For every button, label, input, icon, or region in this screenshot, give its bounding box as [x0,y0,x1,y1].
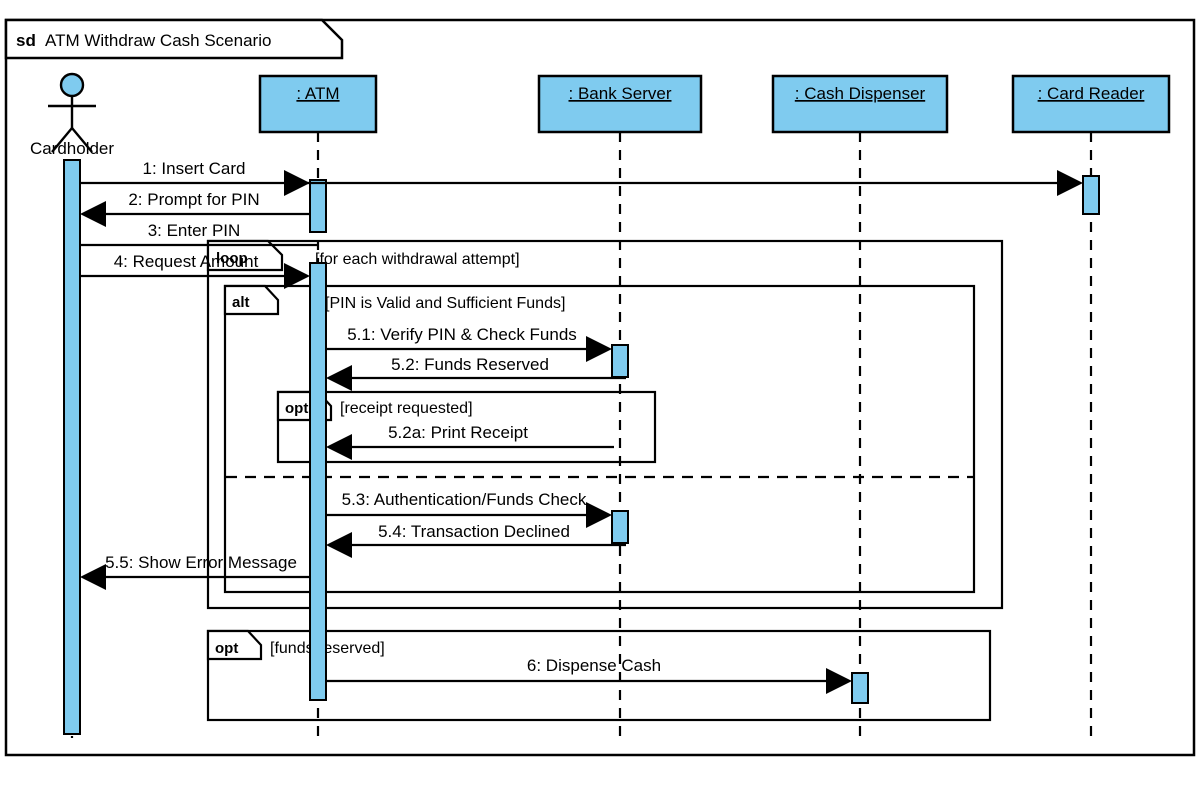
alt-fragment-guard: [PIN is Valid and Sufficient Funds] [325,295,565,312]
message-label-prompt-for-pin: 2: Prompt for PIN [128,190,259,209]
opt-dispense-fragment-guard: [funds reserved] [270,640,385,657]
alt-fragment-kind-label: alt [232,294,250,311]
alt-fragment-box [223,284,976,594]
opt-dispense-fragment[interactable]: opt [funds reserved] [206,629,992,722]
activation-atm-1 [309,179,327,233]
loop-fragment-tab [206,239,284,272]
activation-card-reader-1 [1082,175,1100,215]
activation-cardholder [63,159,81,735]
loop-fragment-box [206,239,1004,610]
message-arrowhead-insert-card-atm [284,170,310,196]
message-label-transaction-declined: 5.4: Transaction Declined [378,522,570,541]
loop-fragment[interactable]: loop [for each withdrawal attempt] [206,239,1004,610]
message-label-print-receipt: 5.2a: Print Receipt [388,423,528,442]
message-dispense-cash[interactable]: 6: Dispense Cash [326,656,852,694]
message-label-verify-pin-check-funds: 5.1: Verify PIN & Check Funds [347,325,577,344]
lifeline-head-atm[interactable]: : ATM [258,74,378,134]
opt-dispense-fragment-kind-label: opt [215,640,238,657]
message-label-request-amount: 4: Request Amount [114,252,259,271]
message-arrowhead-dispense-cash [826,668,852,694]
message-label-authentication-funds-check: 5.3: Authentication/Funds Check [342,490,587,509]
message-label-show-error-message: 5.5: Show Error Message [105,553,297,572]
actor-cardholder[interactable]: Cardholder [30,72,114,158]
message-label-insert-card: 1: Insert Card [143,159,246,178]
loop-fragment-guard: [for each withdrawal attempt] [315,251,520,268]
activation-bank-server-1 [611,344,629,378]
message-enter-pin[interactable]: 3: Enter PIN [80,221,318,247]
lifeline-box-card-reader [1011,74,1171,134]
message-verify-pin-check-funds[interactable]: 5.1: Verify PIN & Check Funds [326,325,612,362]
actor-head-icon [59,72,85,98]
message-authentication-funds-check[interactable]: 5.3: Authentication/Funds Check [326,490,612,528]
message-insert-card[interactable]: 1: Insert Card [80,159,1083,196]
lifeline-label-atm: : ATM [296,84,339,103]
opt-receipt-fragment-kind-label: opt [285,400,308,417]
message-arrowhead-request-amount [284,263,310,289]
message-arrowhead-authentication-funds-check [586,502,612,528]
activation-bank-server-2 [611,510,629,544]
alt-fragment-tab [223,284,280,316]
lifeline-head-bank-server[interactable]: : Bank Server [537,74,703,134]
message-arrowhead-transaction-declined [326,532,352,558]
lifeline-head-card-reader[interactable]: : Card Reader [1011,74,1171,134]
message-show-error-message[interactable]: 5.5: Show Error Message [80,553,310,590]
message-transaction-declined[interactable]: 5.4: Transaction Declined [326,522,626,558]
opt-dispense-fragment-box [206,629,992,722]
frame-title: ATM Withdraw Cash Scenario [45,31,271,50]
frame-kind-label: sd [16,31,36,50]
actor-right-leg-icon [71,127,93,153]
opt-receipt-fragment-box [276,390,657,464]
alt-fragment[interactable]: alt [PIN is Valid and Sufficient Funds] [223,284,976,594]
activation-cash-dispenser-1 [851,672,869,704]
message-arrowhead-funds-reserved [326,365,352,391]
message-label-dispense-cash: 6: Dispense Cash [527,656,661,675]
message-label-enter-pin: 3: Enter PIN [148,221,241,240]
frame-name-tab [4,18,344,60]
opt-dispense-fragment-tab [206,629,263,661]
activation-atm-2 [309,262,327,701]
lifeline-label-cash-dispenser: : Cash Dispenser [795,84,926,103]
message-request-amount[interactable]: 4: Request Amount [80,252,310,289]
message-arrowhead-verify-pin-check-funds [586,336,612,362]
diagram-frame [4,18,1196,757]
message-funds-reserved[interactable]: 5.2: Funds Reserved [326,355,626,391]
lifeline-label-card-reader: : Card Reader [1038,84,1145,103]
lifeline-label-bank-server: : Bank Server [569,84,672,103]
loop-fragment-kind-label: loop [216,250,248,267]
lifeline-head-cash-dispenser[interactable]: : Cash Dispenser [771,74,949,134]
lifeline-box-cash-dispenser [771,74,949,134]
opt-receipt-fragment-guard: [receipt requested] [340,400,473,417]
message-arrowhead-print-receipt [326,434,352,460]
actor-left-leg-icon [51,127,73,153]
message-print-receipt[interactable]: 5.2a: Print Receipt [326,423,614,460]
message-arrowhead-prompt-for-pin [80,201,106,227]
actor-label: Cardholder [30,139,114,158]
message-label-funds-reserved: 5.2: Funds Reserved [391,355,549,374]
message-prompt-for-pin[interactable]: 2: Prompt for PIN [80,190,310,227]
message-arrowhead-show-error-message [80,564,106,590]
message-arrowhead-insert-card [1057,170,1083,196]
